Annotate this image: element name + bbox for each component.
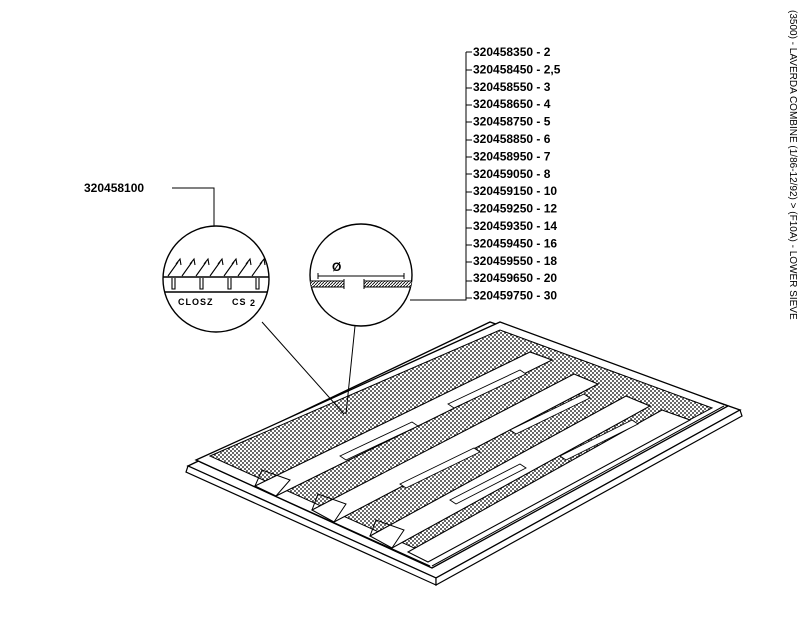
part-separator: - bbox=[533, 236, 544, 250]
part-separator: - bbox=[533, 254, 544, 268]
part-row: 320459350 - 14 bbox=[473, 219, 557, 233]
part-row: 320459650 - 20 bbox=[473, 271, 557, 285]
part-code: 320458950 bbox=[473, 149, 533, 163]
part-code: 320458550 bbox=[473, 80, 533, 94]
part-code: 320459250 bbox=[473, 202, 533, 216]
part-separator: - bbox=[533, 62, 544, 76]
part-row: 320458450 - 2,5 bbox=[473, 62, 561, 76]
part-size: 2,5 bbox=[544, 62, 561, 76]
part-row: 320458650 - 4 bbox=[473, 97, 551, 111]
part-code: 320459550 bbox=[473, 254, 533, 268]
part-size: 6 bbox=[544, 132, 551, 146]
sieve-plate bbox=[185, 321, 743, 587]
part-row: 320459450 - 16 bbox=[473, 236, 557, 250]
part-code: 320458450 bbox=[473, 62, 533, 76]
part-separator: - bbox=[533, 80, 544, 94]
part-row: 320459750 - 30 bbox=[473, 289, 557, 303]
part-row: 320459550 - 18 bbox=[473, 254, 557, 268]
page-title: (3500) - LAVERDA COMBINE (1/86-12/92) > … bbox=[787, 10, 798, 320]
part-code: 320459450 bbox=[473, 236, 533, 250]
part-separator: - bbox=[533, 45, 544, 59]
part-separator: - bbox=[533, 97, 544, 111]
part-code: 320458650 bbox=[473, 97, 533, 111]
part-row: 320458550 - 3 bbox=[473, 80, 551, 94]
part-row: 320459050 - 8 bbox=[473, 167, 551, 181]
part-code: 320458350 bbox=[473, 45, 533, 59]
part-row: 320459250 - 12 bbox=[473, 202, 557, 216]
part-code: 320459050 bbox=[473, 167, 533, 181]
part-separator: - bbox=[533, 149, 544, 163]
part-size: 10 bbox=[544, 184, 558, 198]
diameter-symbol: Ø bbox=[332, 260, 341, 274]
part-separator: - bbox=[533, 132, 544, 146]
part-code: 320459750 bbox=[473, 289, 533, 303]
part-separator: - bbox=[533, 219, 544, 233]
part-separator: - bbox=[533, 271, 544, 285]
closure-label: CLOSZ bbox=[178, 297, 214, 307]
part-separator: - bbox=[533, 115, 544, 129]
part-row: 320458350 - 2 bbox=[473, 45, 551, 59]
part-size: 5 bbox=[544, 115, 551, 129]
part-row: 320459150 - 10 bbox=[473, 184, 557, 198]
part-size: 20 bbox=[544, 271, 558, 285]
cs-label: CS bbox=[232, 297, 247, 307]
parts-list: 320458350 - 2 320458450 - 2,5 320458550 - … bbox=[473, 45, 561, 303]
part-separator: - bbox=[533, 289, 544, 303]
part-code: 320459150 bbox=[473, 184, 533, 198]
part-size: 7 bbox=[544, 149, 551, 163]
cs-sub-label: 2 bbox=[250, 298, 256, 308]
part-size: 30 bbox=[544, 289, 558, 303]
part-row: 320458950 - 7 bbox=[473, 149, 551, 163]
part-separator: - bbox=[533, 202, 544, 216]
part-code: 320458850 bbox=[473, 132, 533, 146]
part-separator: - bbox=[533, 184, 544, 198]
leader-lines bbox=[172, 51, 472, 415]
part-code: 320459350 bbox=[473, 219, 533, 233]
part-size: 18 bbox=[544, 254, 558, 268]
part-separator: - bbox=[533, 167, 544, 181]
part-row: 320458750 - 5 bbox=[473, 115, 551, 129]
part-size: 4 bbox=[544, 97, 551, 111]
part-row: 320458850 - 6 bbox=[473, 132, 551, 146]
part-code: 320458750 bbox=[473, 115, 533, 129]
detail-circle-diameter: Ø bbox=[309, 223, 413, 327]
part-size: 8 bbox=[544, 167, 551, 181]
part-size: 16 bbox=[544, 236, 558, 250]
part-size: 14 bbox=[544, 219, 558, 233]
part-size: 2 bbox=[544, 45, 551, 59]
part-size: 12 bbox=[544, 202, 558, 216]
part-code: 320459650 bbox=[473, 271, 533, 285]
main-part-number: 320458100 bbox=[84, 181, 144, 195]
detail-circle-louvre: CLOSZ CS 2 bbox=[162, 225, 270, 333]
part-size: 3 bbox=[544, 80, 551, 94]
